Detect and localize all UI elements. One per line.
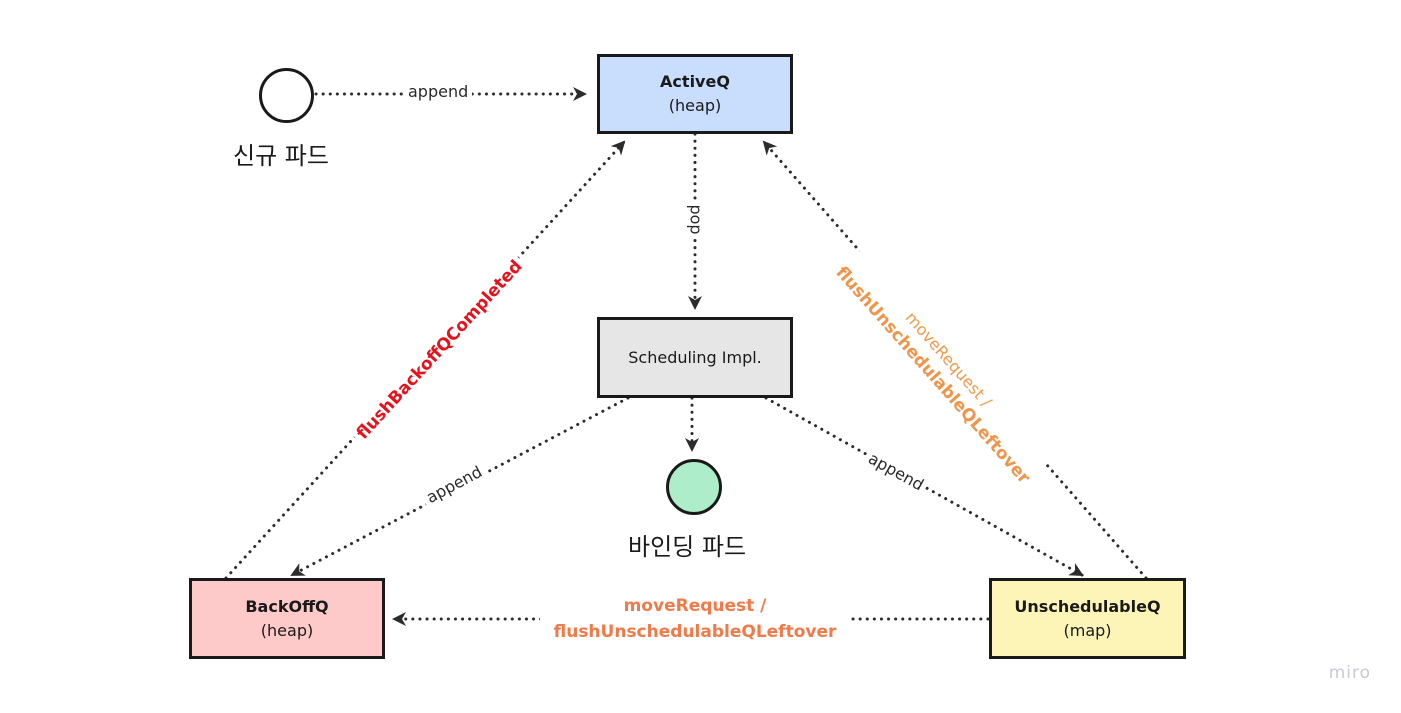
activeq-node[interactable]: ActiveQ (heap) — [597, 54, 793, 134]
miro-watermark: miro — [1328, 663, 1371, 683]
bound-pod-label: 바인딩 파드 — [628, 533, 747, 561]
new-pod-circle[interactable] — [259, 68, 314, 123]
edge-backoffq-to-activeq — [224, 140, 626, 580]
edge-scheduling-to-backoffq — [290, 396, 630, 577]
scheduling-impl-title: Scheduling Impl. — [628, 347, 762, 367]
edge-label-pop: pop — [686, 200, 706, 239]
unschedulableq-title: UnschedulableQ — [1014, 596, 1161, 616]
edge-label-append-new: append — [404, 82, 473, 101]
edge-label-unsched-backoff-line2: flushUnschedulableQLeftover — [553, 622, 837, 642]
new-pod-label: 신규 파드 — [233, 142, 329, 170]
edge-label-unsched-to-backoff: moveRequest / flushUnschedulableQLeftove… — [540, 593, 850, 645]
scheduling-impl-node[interactable]: Scheduling Impl. — [597, 317, 793, 398]
activeq-title: ActiveQ — [660, 72, 730, 91]
backoffq-node[interactable]: BackOffQ (heap) — [189, 578, 385, 659]
edge-label-unsched-backoff-line1: moveRequest / — [623, 596, 767, 616]
activeq-subtitle: (heap) — [668, 96, 722, 115]
unschedulableq-subtitle: (map) — [1063, 620, 1112, 640]
bound-pod-circle[interactable] — [666, 459, 722, 515]
unschedulableq-node[interactable]: UnschedulableQ (map) — [989, 578, 1186, 659]
backoffq-title: BackOffQ — [245, 596, 329, 616]
backoffq-subtitle: (heap) — [260, 620, 314, 640]
